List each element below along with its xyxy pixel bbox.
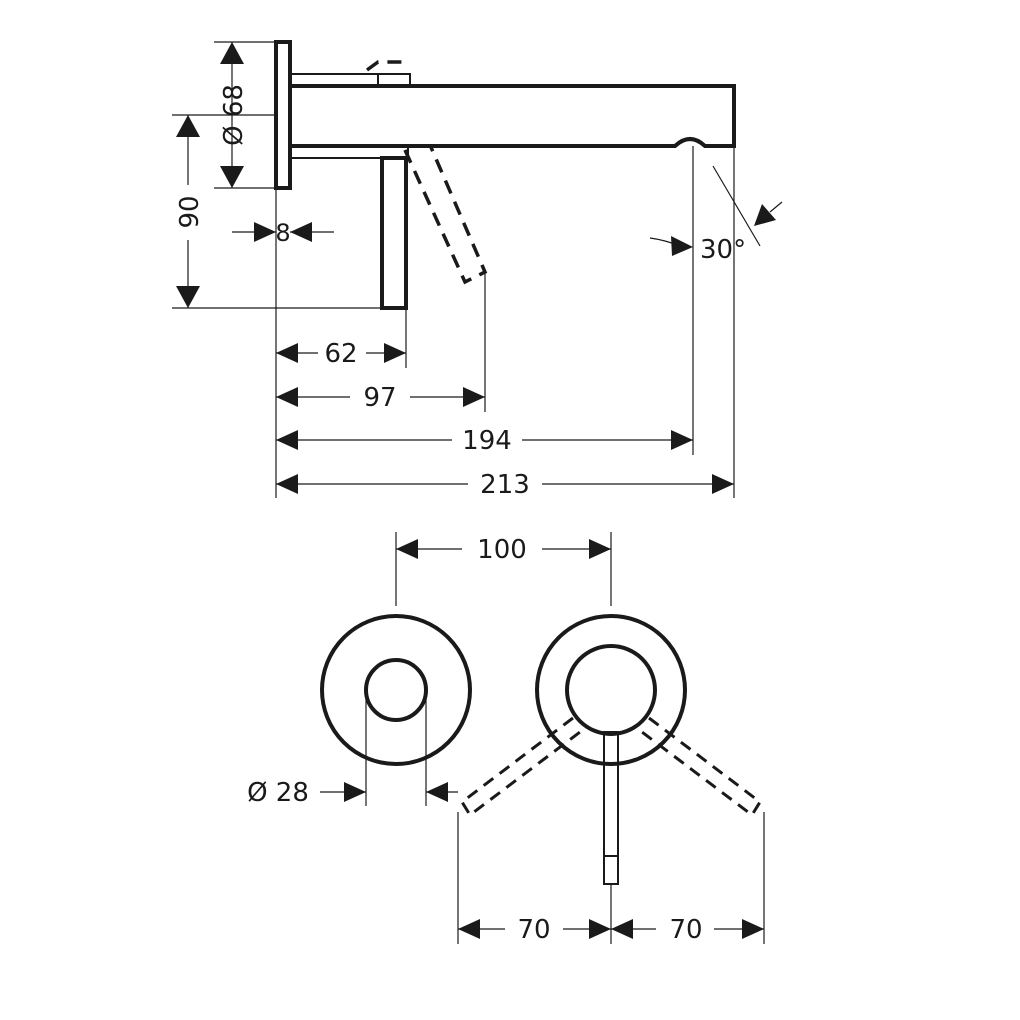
mixer-lever [603, 731, 619, 885]
spout-body [290, 84, 736, 148]
wall-plate [274, 40, 292, 190]
dim-lever-offset: 62 [324, 339, 357, 369]
dim-spout-inner: 194 [462, 426, 512, 456]
dim-spout-angle: 30° [700, 235, 746, 265]
dim-swing-right: 70 [669, 915, 702, 945]
lever-top-dashed [365, 60, 406, 72]
spout-outlet [364, 658, 428, 722]
front-view: 100 Ø 28 70 70 [247, 532, 765, 945]
lower-collar [289, 145, 409, 159]
dim-lever-swing: 97 [363, 383, 396, 413]
upper-collar [289, 73, 411, 87]
dim-rosette-spacing: 100 [477, 535, 527, 565]
dim-spout-total: 213 [480, 470, 530, 500]
dim-height: 90 [175, 195, 205, 228]
spout-rosette [320, 614, 472, 766]
lever-swing-left-dashed [460, 716, 581, 818]
dim-plate-thickness: 8 [275, 219, 290, 247]
dim-swing-left: 70 [517, 915, 550, 945]
lever-handle [380, 156, 408, 310]
dim-spout-dia: Ø 28 [247, 778, 309, 808]
mixer-rosette [535, 614, 687, 766]
side-view: Ø 68 90 8 62 97 [172, 40, 783, 500]
lever-swing-right-dashed [641, 716, 762, 818]
lever-swing-dashed [403, 144, 488, 285]
mixer-hub [565, 644, 657, 736]
